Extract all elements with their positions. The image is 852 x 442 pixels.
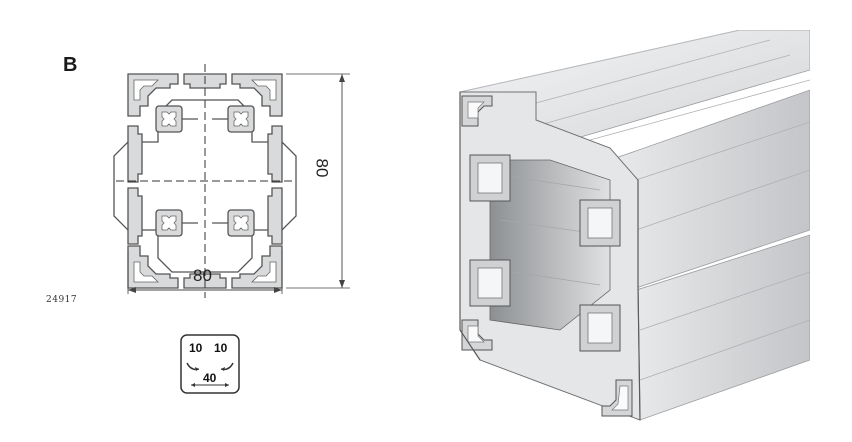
grid-size: 40 — [203, 371, 217, 385]
slot-size-badge: 10 10 40 — [179, 333, 241, 395]
slot-left-size: 10 — [189, 341, 203, 355]
slot-right-size: 10 — [214, 341, 228, 355]
width-dimension-label: 80 — [193, 266, 212, 285]
section-label: B — [63, 54, 78, 76]
profile-3d-render — [459, 30, 810, 421]
cross-section-drawing — [113, 64, 350, 298]
slot-badge-frame — [180, 334, 240, 394]
height-dimension-label: 80 — [312, 158, 332, 178]
part-number: 24917 — [46, 295, 78, 305]
